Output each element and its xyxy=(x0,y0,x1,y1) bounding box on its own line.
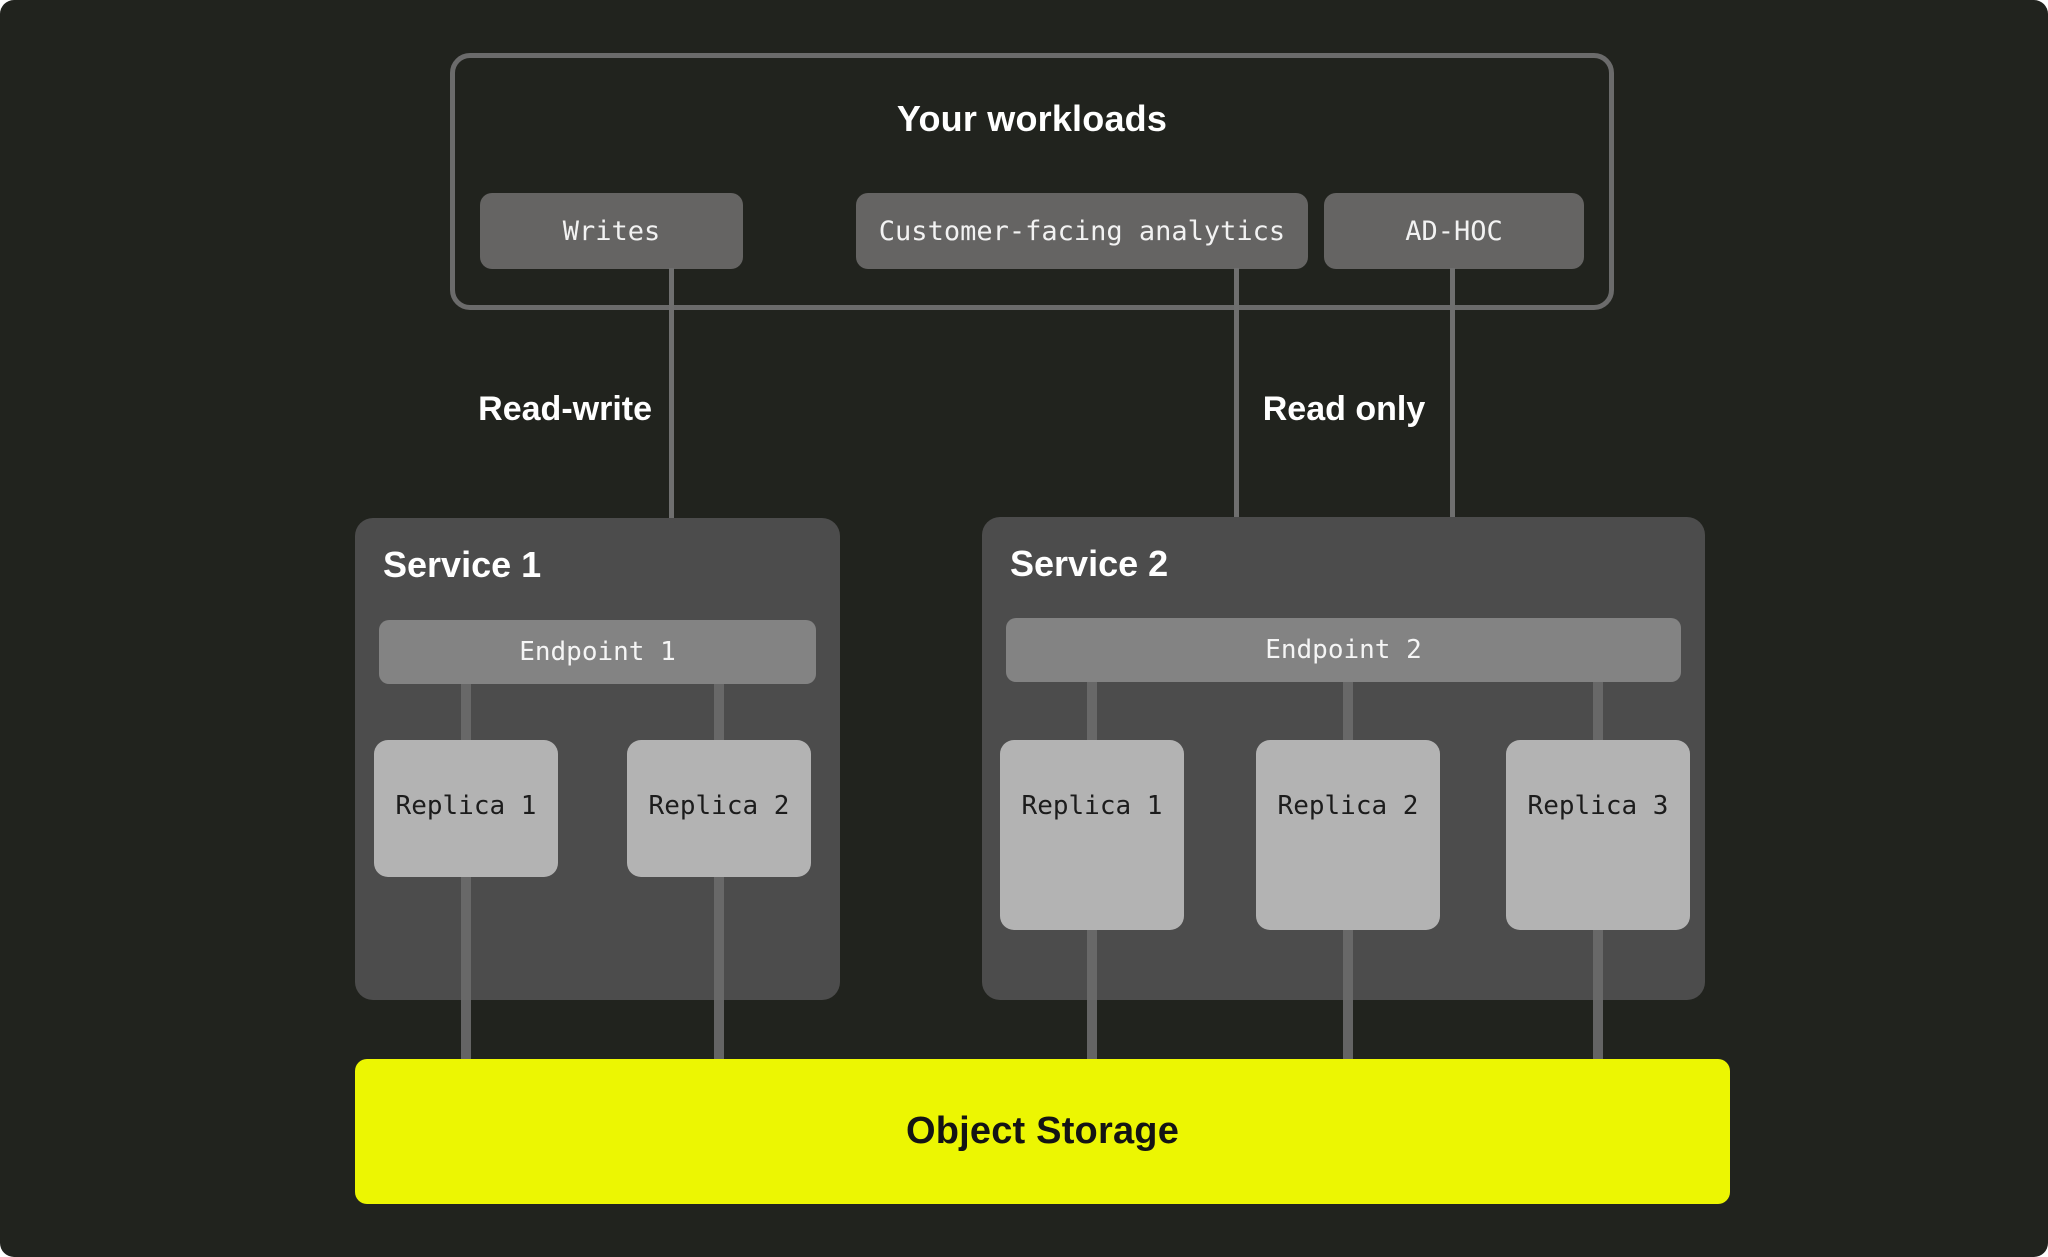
arrow-adhoc-to-endpoint2 xyxy=(1450,268,1455,588)
endpoint-1-node: Endpoint 1 xyxy=(379,620,816,684)
object-storage-node: Object Storage xyxy=(355,1059,1730,1204)
read-only-label: Read only xyxy=(1262,390,1426,428)
service-1-title: Service 1 xyxy=(383,544,542,585)
connector-service2-replica2-storage xyxy=(1343,1000,1353,1060)
workloads-group: Your workloads Writes Customer-facing an… xyxy=(450,53,1614,310)
connector-service2-replica1-storage xyxy=(1087,1000,1097,1060)
service2-replica-2-node: Replica 2 xyxy=(1256,740,1440,930)
read-write-label: Read-write xyxy=(478,390,652,428)
connector-service1-replica1-storage xyxy=(461,1000,471,1060)
workload-node-writes: Writes xyxy=(480,193,743,269)
service-2-group: Service 2 Endpoint 2 Replica 1 Replica 2… xyxy=(982,517,1705,1000)
arrow-writes-to-endpoint1 xyxy=(669,268,674,588)
connector-service2-replica3-storage xyxy=(1593,1000,1603,1060)
service2-replica-1-node: Replica 1 xyxy=(1000,740,1184,930)
service-2-title: Service 2 xyxy=(1010,543,1169,584)
arrow-analytics-to-endpoint2 xyxy=(1234,268,1239,588)
service-1-group: Service 1 Endpoint 1 Replica 1 Replica 2 xyxy=(355,518,840,1000)
connector-service1-replica2-storage xyxy=(714,1000,724,1060)
service1-replica-2-node: Replica 2 xyxy=(627,740,811,877)
service2-replica-3-node: Replica 3 xyxy=(1506,740,1690,930)
service1-replica-1-node: Replica 1 xyxy=(374,740,558,877)
workload-node-ad-hoc: AD-HOC xyxy=(1324,193,1584,269)
workloads-title: Your workloads xyxy=(896,98,1168,139)
workload-node-customer-facing-analytics: Customer-facing analytics xyxy=(856,193,1308,269)
endpoint-2-node: Endpoint 2 xyxy=(1006,618,1681,682)
